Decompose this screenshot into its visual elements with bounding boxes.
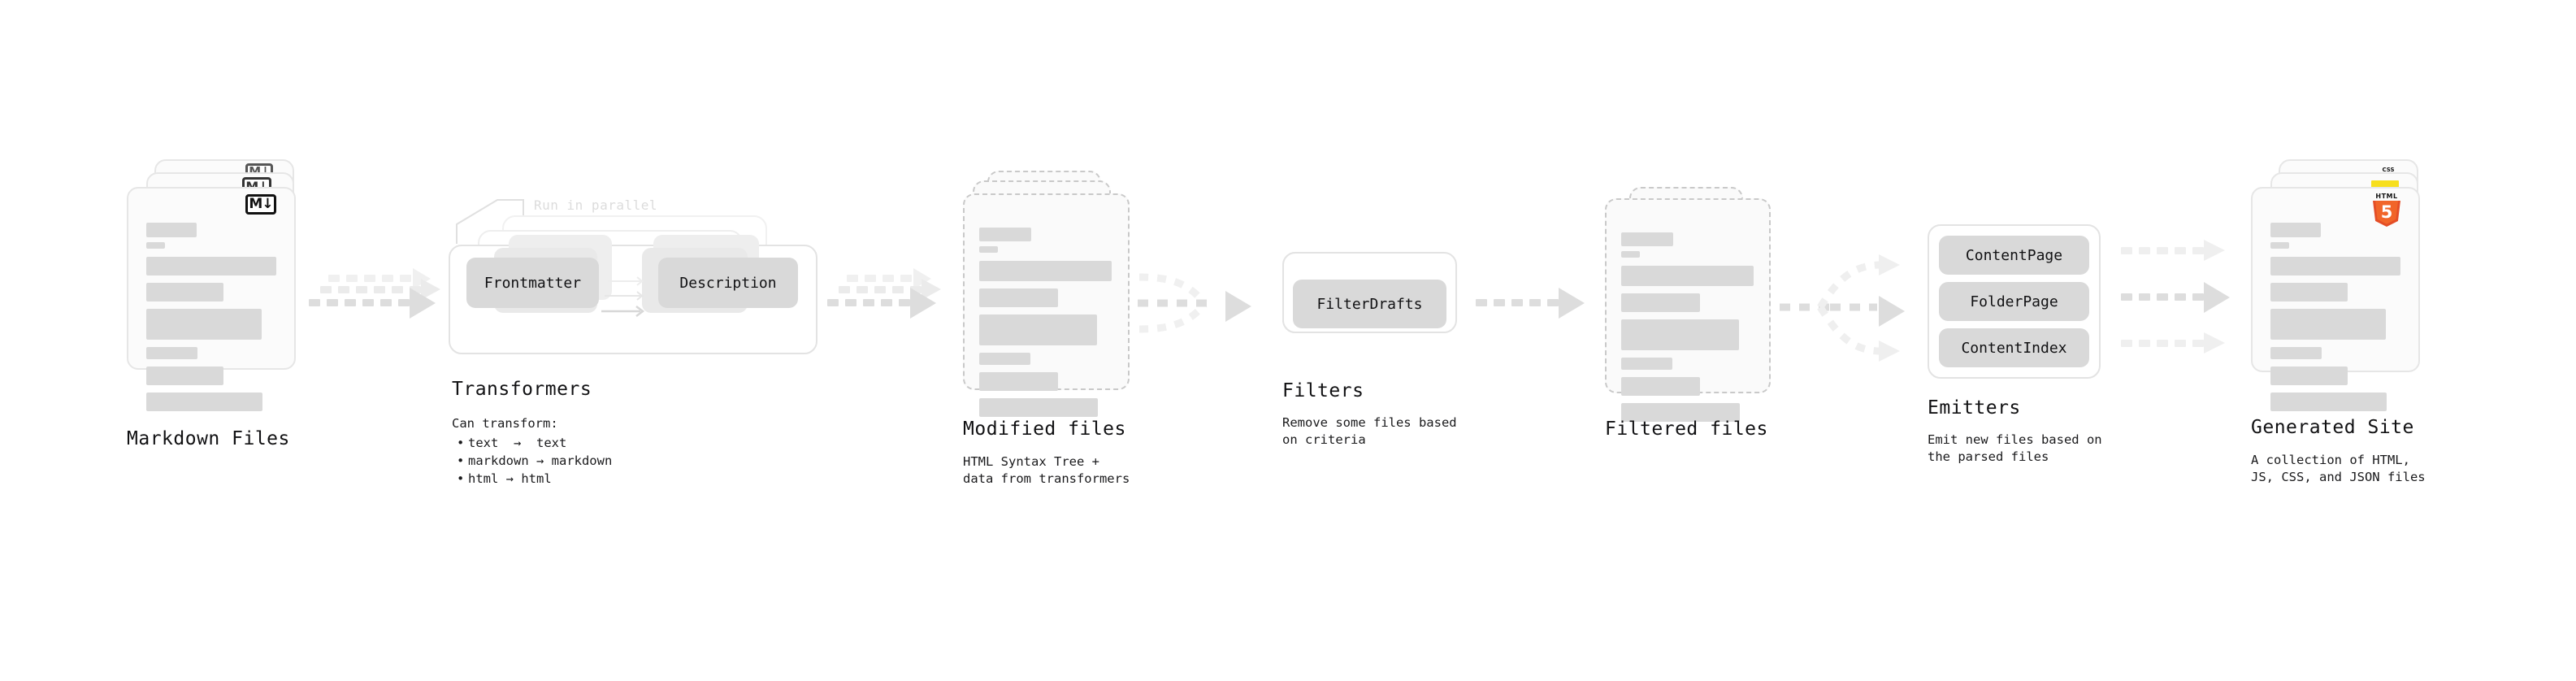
emitters-subtitle: Emit new files based on the parsed files	[1928, 432, 2102, 464]
arrow-filtered-to-emitters-branch	[1780, 236, 1926, 374]
placeholder-line	[2270, 367, 2348, 385]
stage-title-transformers: Transformers	[452, 379, 592, 400]
stage-title-modified-files: Modified files	[963, 419, 1126, 440]
placeholder-line	[2270, 223, 2321, 237]
html5-icon-numeral: 5	[2380, 202, 2393, 222]
placeholder-line	[146, 242, 165, 249]
markdown-icon: M↓	[245, 194, 276, 215]
arrow-emitters-to-site	[2121, 236, 2251, 378]
arrow-transformers-to-modified	[827, 268, 949, 340]
placeholder-line	[979, 372, 1058, 391]
placeholder-line	[2270, 257, 2400, 275]
placeholder-line	[2270, 242, 2289, 249]
placeholder-line	[2270, 393, 2387, 411]
placeholder-line	[1621, 377, 1700, 396]
placeholder-line	[2270, 283, 2348, 301]
placeholder-line	[146, 257, 276, 275]
placeholder-line	[1621, 358, 1672, 370]
transformers-subtitle: Can transform:	[452, 416, 558, 431]
transformer-pill-frontmatter[interactable]: Frontmatter	[466, 258, 599, 308]
modified-files-stack	[963, 171, 1142, 417]
generated-site-stack: CSS HTML 5	[2251, 159, 2438, 411]
placeholder-line	[979, 398, 1098, 417]
stage-title-generated-site: Generated Site	[2251, 417, 2414, 438]
transform-bullet: html → html	[455, 470, 612, 488]
placeholder-line	[979, 261, 1112, 281]
transform-bullet: markdown → markdown	[455, 452, 612, 470]
emitter-pill-folderpage[interactable]: FolderPage	[1939, 282, 2089, 321]
placeholder-line	[979, 314, 1097, 345]
placeholder-line	[1621, 319, 1739, 350]
generated-site-subtitle: A collection of HTML, JS, CSS, and JSON …	[2251, 453, 2426, 484]
filters-subtitle: Remove some files based on criteria	[1282, 415, 1457, 447]
css-icon-label: CSS	[2382, 167, 2395, 173]
transform-bullet: text → text	[455, 434, 612, 452]
placeholder-line	[979, 353, 1030, 365]
placeholder-line	[1621, 293, 1700, 312]
run-in-parallel-label: Run in parallel	[534, 197, 657, 213]
placeholder-line	[146, 393, 262, 411]
modified-files-subtitle: HTML Syntax Tree + data from transformer…	[963, 454, 1130, 486]
placeholder-line	[146, 223, 197, 237]
stage-title-filters: Filters	[1282, 380, 1364, 401]
arrow-modified-to-filters-merge	[1138, 244, 1280, 366]
arrow-filters-to-filtered	[1476, 288, 1598, 329]
placeholder-line	[1621, 266, 1754, 286]
placeholder-line	[1621, 251, 1640, 258]
placeholder-line	[146, 347, 197, 359]
run-in-parallel-bracket	[456, 199, 524, 244]
html5-icon-label: HTML	[2375, 193, 2398, 200]
arrow-markdown-to-transformers	[309, 268, 440, 340]
filter-pill-filterdrafts-visible[interactable]: FilterDrafts	[1293, 280, 1446, 328]
placeholder-line	[979, 228, 1031, 241]
placeholder-line	[2270, 347, 2322, 359]
stage-title-emitters: Emitters	[1928, 397, 2021, 419]
transformer-pill-description[interactable]: Description	[658, 258, 798, 308]
placeholder-line	[2270, 309, 2386, 340]
placeholder-line	[146, 367, 223, 385]
placeholder-line	[979, 246, 998, 253]
emitter-pill-contentindex[interactable]: ContentIndex	[1939, 328, 2089, 367]
html5-icon: HTML 5	[2373, 193, 2400, 227]
stage-title-markdown-files: Markdown Files	[127, 428, 290, 449]
emitter-pill-contentpage[interactable]: ContentPage	[1939, 236, 2089, 275]
placeholder-line	[1621, 403, 1740, 422]
placeholder-line	[1621, 232, 1673, 246]
placeholder-line	[979, 288, 1058, 307]
filtered-files-stack	[1605, 187, 1776, 422]
transformer-inner-arrows	[601, 276, 645, 317]
stage-title-filtered-files: Filtered files	[1605, 419, 1768, 440]
markdown-files-stack: M↓ M↓ M↓	[127, 159, 314, 411]
placeholder-line	[146, 309, 262, 340]
transformers-bullets: text → text markdown → markdown html → h…	[455, 434, 612, 488]
placeholder-line	[146, 283, 223, 301]
